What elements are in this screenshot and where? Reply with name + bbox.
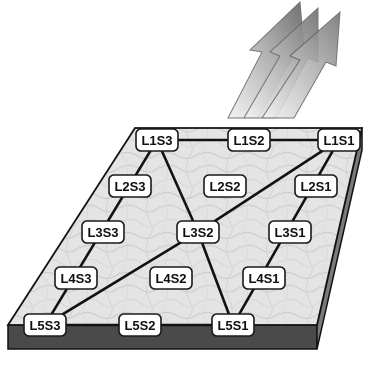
- node-label: L2S2: [209, 179, 240, 194]
- node-label: L1S3: [141, 133, 172, 148]
- node-box: [23, 313, 67, 337]
- node-label: L5S3: [29, 318, 60, 333]
- node-box: [176, 220, 220, 244]
- node-box: [81, 220, 125, 244]
- node-label: L3S1: [274, 225, 305, 240]
- node-l3s3: L3S3: [81, 220, 125, 244]
- node-label: L2S3: [114, 179, 145, 194]
- node-box: [54, 266, 98, 290]
- node-box: [317, 128, 361, 152]
- node-label: L2S1: [300, 179, 331, 194]
- node-l4s2: L4S2: [149, 266, 193, 290]
- node-l5s2: L5S2: [118, 313, 162, 337]
- node-l5s1: L5S1: [211, 313, 255, 337]
- node-label: L4S2: [155, 271, 186, 286]
- node-box: [108, 174, 152, 198]
- edge-l3s2-l5s3: [43, 230, 200, 327]
- node-l5s3: L5S3: [23, 313, 67, 337]
- upward-arrow-icon: [227, 0, 341, 119]
- node-label: L5S2: [124, 318, 155, 333]
- node-box: [149, 266, 193, 290]
- node-box: [294, 174, 338, 198]
- node-l4s1: L4S1: [242, 266, 286, 290]
- node-label: L5S1: [217, 318, 248, 333]
- edge-l3s2-l5s1: [196, 230, 235, 327]
- node-label: L1S1: [323, 133, 354, 148]
- edge-l1s1-l3s2: [196, 138, 341, 234]
- node-box: [227, 128, 271, 152]
- node-label: L4S3: [60, 271, 91, 286]
- node-label: L3S3: [87, 225, 118, 240]
- node-l1s2: L1S2: [227, 128, 271, 152]
- node-l1s1: L1S1: [317, 128, 361, 152]
- node-label: L1S2: [233, 133, 264, 148]
- node-label: L3S2: [182, 225, 213, 240]
- node-box: [242, 266, 286, 290]
- node-label: L4S1: [248, 271, 279, 286]
- node-box: [135, 128, 179, 152]
- node-l2s3: L2S3: [108, 174, 152, 198]
- node-l4s3: L4S3: [54, 266, 98, 290]
- edge-l1s3-l3s2: [155, 138, 200, 234]
- node-box: [203, 174, 247, 198]
- node-l2s2: L2S2: [203, 174, 247, 198]
- node-l3s1: L3S1: [268, 220, 312, 244]
- node-l1s3: L1S3: [135, 128, 179, 152]
- node-l2s1: L2S1: [294, 174, 338, 198]
- node-box: [268, 220, 312, 244]
- node-box: [118, 313, 162, 337]
- node-box: [211, 313, 255, 337]
- node-l3s2: L3S2: [176, 220, 220, 244]
